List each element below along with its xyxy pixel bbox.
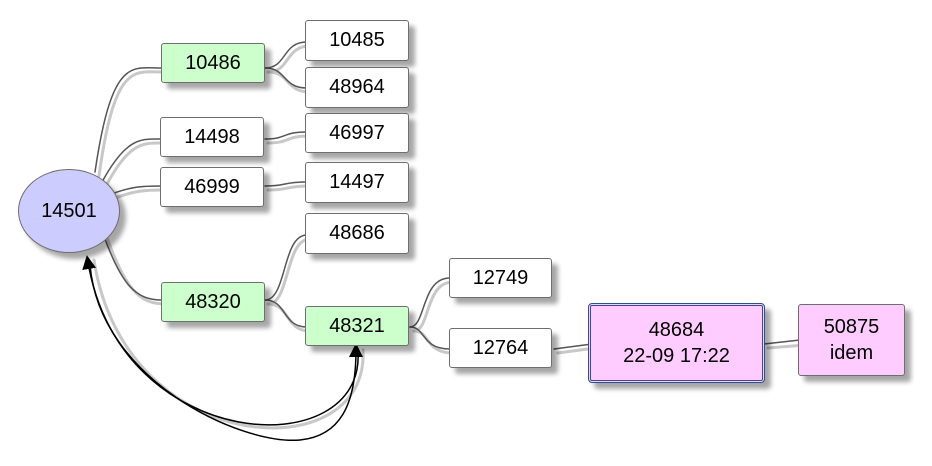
node-label: 12749	[472, 266, 529, 289]
node-label: 10486	[185, 51, 241, 74]
node-48964[interactable]: 48964	[305, 67, 409, 108]
node-48686[interactable]: 48686	[305, 213, 409, 254]
node-14501[interactable]: 14501	[18, 169, 120, 253]
node-10485[interactable]: 10485	[305, 20, 409, 61]
node-label: 50875	[823, 316, 880, 338]
node-50875[interactable]: 50875 idem	[798, 304, 905, 376]
node-14497[interactable]: 14497	[305, 162, 409, 203]
node-label: 46999	[184, 175, 240, 198]
node-label: 48320	[185, 290, 241, 313]
node-label: 48964	[329, 76, 385, 98]
node-46999[interactable]: 46999	[160, 167, 264, 207]
node-label: 12764	[472, 336, 529, 359]
node-label: 48686	[329, 222, 385, 244]
node-label: 10485	[329, 29, 385, 51]
node-timestamp: 22-09 17:22	[623, 345, 730, 367]
node-sublabel: idem	[829, 342, 874, 364]
node-label: 14501	[41, 199, 97, 222]
node-12749[interactable]: 12749	[449, 258, 552, 298]
node-label: 48321	[329, 314, 385, 337]
node-label: 14497	[329, 171, 385, 193]
node-48320[interactable]: 48320	[161, 282, 265, 322]
node-label: 46997	[329, 121, 385, 144]
node-label: 14498	[184, 125, 240, 148]
node-12764[interactable]: 12764	[449, 328, 552, 368]
node-48321[interactable]: 48321	[305, 306, 409, 346]
node-48684[interactable]: 48684 22-09 17:22	[588, 303, 765, 383]
node-10486[interactable]: 10486	[161, 43, 265, 83]
node-46997[interactable]: 46997	[305, 113, 409, 153]
node-14498[interactable]: 14498	[160, 117, 264, 157]
node-label: 48684	[648, 319, 705, 341]
